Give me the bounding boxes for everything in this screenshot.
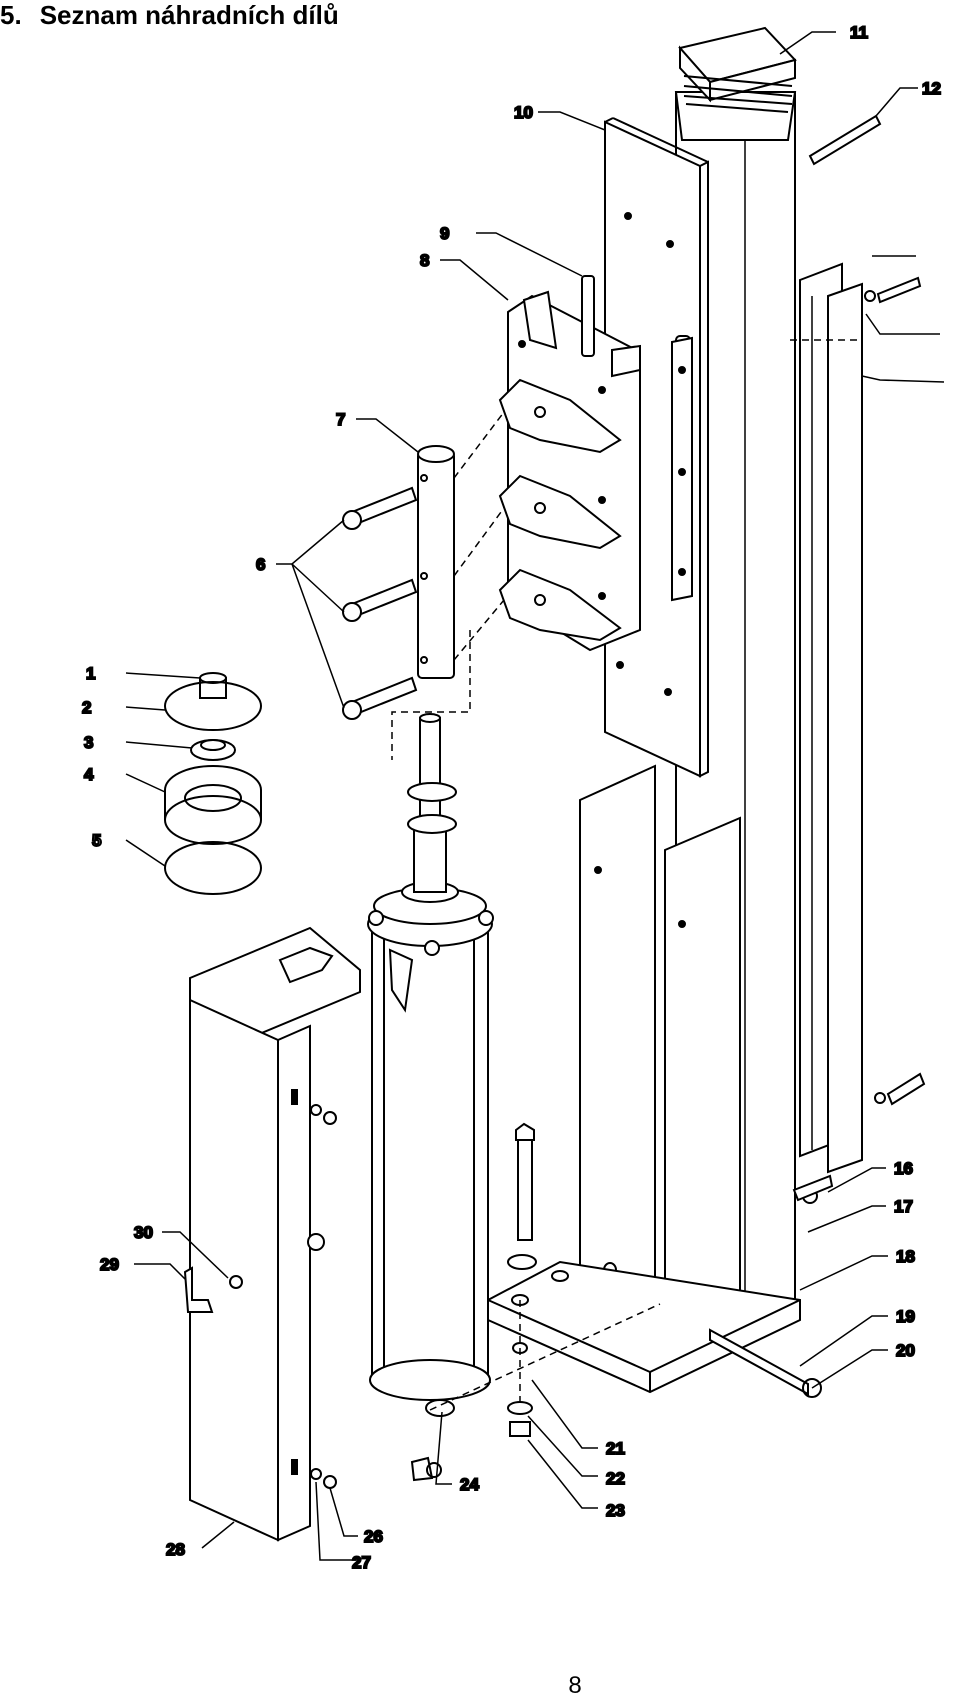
callout-29: 29 [100,1255,119,1274]
callout-24: 24 [460,1475,479,1494]
callout-17: 17 [894,1197,913,1216]
key-pin [581,275,595,357]
callout-labels: 1 2 3 4 5 6 7 8 9 10 11 12 16 17 18 19 2… [81,22,942,1573]
piston-rod-and-bolts [342,445,455,720]
callout-9: 9 [440,224,449,243]
callout-12: 12 [922,79,941,98]
callout-5: 5 [92,831,101,850]
hydraulic-cylinder [367,713,494,1417]
callout-18: 18 [896,1247,915,1266]
callout-21: 21 [606,1439,625,1458]
top-cap [678,26,797,113]
callout-7: 7 [336,410,345,429]
side-guide-strip [671,336,693,602]
lower-panels [579,764,741,1366]
leader-lines [125,31,945,1561]
cover-panel [189,926,361,1542]
pulley-stack [164,672,262,895]
callout-30: 30 [134,1223,153,1242]
page-number: 8 [568,1672,582,1699]
right-channel-rails [799,262,863,1174]
callout-8: 8 [420,251,429,270]
callout-20: 20 [896,1341,915,1360]
section-title: Seznam náhradních dílů [39,0,339,30]
callout-2: 2 [82,698,91,717]
section-number: 5. [0,0,22,30]
assembly-dashed-lines [391,339,862,1411]
callout-4: 4 [84,765,94,784]
callout-26: 26 [364,1527,383,1546]
callout-23: 23 [606,1501,625,1520]
callout-3: 3 [84,733,93,752]
carriage-bracket [498,290,641,652]
callout-6: 6 [256,555,265,574]
callout-22: 22 [606,1469,625,1488]
callout-10: 10 [514,103,533,122]
callout-1: 1 [86,664,95,683]
callout-11: 11 [850,23,868,42]
small-hardware [183,114,926,1489]
callout-27: 27 [352,1553,371,1572]
section-heading: 5. Seznam náhradních dílů [0,0,339,31]
callout-16: 16 [894,1159,913,1178]
callout-28: 28 [166,1540,185,1559]
callout-19: 19 [896,1307,915,1326]
